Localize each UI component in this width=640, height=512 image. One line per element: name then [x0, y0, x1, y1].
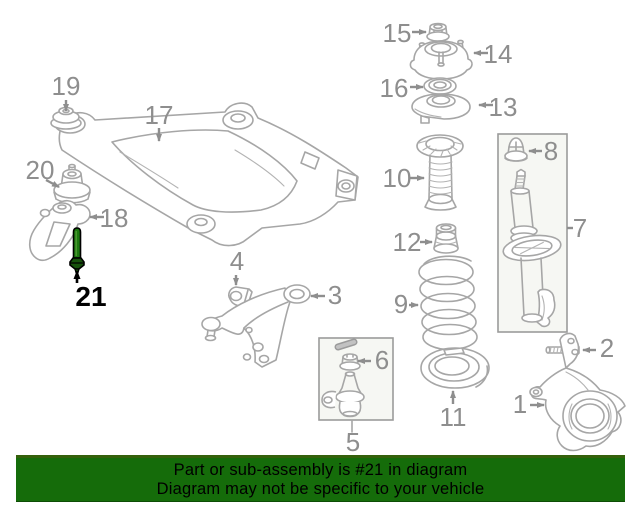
callout-label-8: 8 — [544, 136, 558, 166]
callout-label-4: 4 — [230, 246, 244, 276]
coil-spring-drawing — [418, 255, 478, 351]
callout-label-15: 15 — [383, 18, 412, 48]
ball-joint-group-box — [318, 337, 394, 433]
mount-cushion-19-drawing — [50, 106, 82, 130]
spring-seat-11-drawing — [420, 347, 490, 389]
callout-label-12: 12 — [393, 227, 422, 257]
callout-arrow-20 — [45, 178, 60, 189]
info-banner: Part or sub-assembly is #21 in diagram D… — [16, 455, 625, 502]
bearing-16-drawing — [423, 77, 457, 95]
nut-15-drawing — [426, 22, 450, 42]
strut-group-box — [497, 133, 568, 333]
callout-label-14: 14 — [484, 39, 513, 69]
callout-label-7: 7 — [573, 213, 587, 243]
callout-label-1: 1 — [513, 389, 527, 419]
callout-label-20: 20 — [26, 155, 55, 185]
castle-nut-6-drawing — [339, 353, 361, 371]
bracket-18-drawing — [28, 199, 91, 262]
strut-mount-14-drawing — [409, 39, 473, 80]
highlighted-bolt-21 — [69, 227, 85, 274]
callout-label-6: 6 — [375, 345, 389, 375]
spring-seat-13-drawing — [411, 93, 471, 124]
bump-stop-drawing — [433, 223, 459, 254]
callout-label-21: 21 — [75, 281, 106, 312]
callout-label-19: 19 — [52, 71, 81, 101]
callout-label-16: 16 — [380, 73, 409, 103]
callout-labels: 15 14 16 13 19 17 20 18 21 10 12 8 7 4 3… — [26, 18, 615, 457]
callout-label-18: 18 — [100, 203, 129, 233]
cap-nut-8-drawing — [504, 137, 528, 162]
callout-label-11: 11 — [440, 402, 467, 432]
banner-line1: Part or sub-assembly is #21 in diagram — [173, 460, 468, 479]
banner-line2: Diagram may not be specific to your vehi… — [156, 479, 485, 498]
ball-joint-5-drawing — [321, 371, 365, 418]
callout-label-9: 9 — [394, 289, 408, 319]
strut-drawing — [502, 168, 562, 328]
dust-boot-drawing — [416, 134, 464, 211]
callout-arrows — [45, 29, 596, 408]
callout-label-2: 2 — [600, 333, 614, 363]
callout-label-10: 10 — [383, 163, 412, 193]
steering-knuckle-drawing — [529, 332, 626, 452]
mount-20-drawing — [53, 163, 91, 204]
control-arm-drawing — [201, 284, 311, 368]
callout-label-5: 5 — [346, 427, 360, 457]
callout-label-17: 17 — [145, 100, 174, 130]
callout-label-13: 13 — [489, 92, 518, 122]
callout-label-3: 3 — [328, 280, 342, 310]
